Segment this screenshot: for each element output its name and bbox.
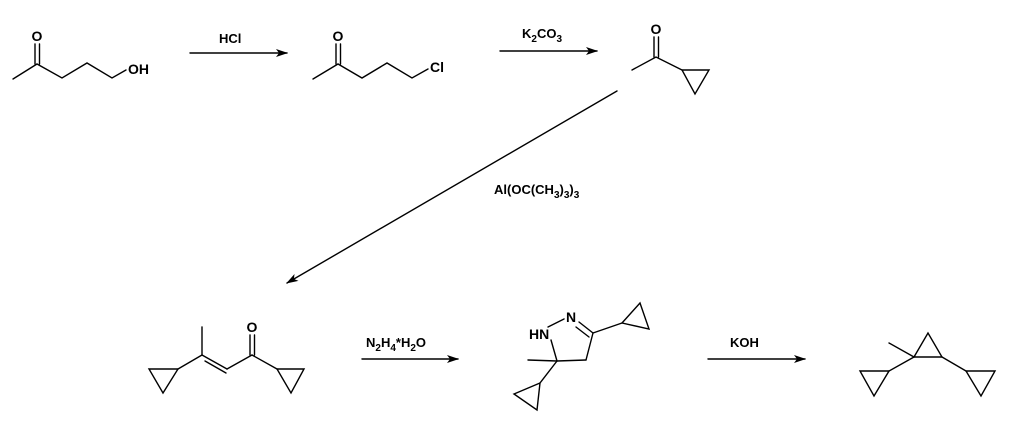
molecule-pyrazoline: HN N: [512, 301, 651, 412]
reagent-label-hcl: HCl: [219, 31, 241, 46]
reagent-label-aluminium-tert-butoxide: Al(OC(CH3)3)3: [494, 182, 580, 201]
molecule-chloropentanone: O Cl: [312, 28, 444, 80]
reagent-label-k2co3: K2CO3: [522, 26, 562, 45]
atom-label-hydroxyl: OH: [128, 61, 149, 77]
reaction-arrow-step4: N2H4*H2O: [361, 335, 459, 363]
reagent-label-koh: KOH: [730, 335, 759, 350]
molecule-tercyclopropane: [858, 331, 997, 398]
reaction-arrow-step5: KOH: [707, 335, 806, 363]
reagent-label-hydrazine-hydrate: N2H4*H2O: [366, 335, 426, 354]
atom-label-nh: HN: [529, 326, 549, 342]
reaction-arrow-step2: K2CO3: [499, 26, 598, 55]
atom-label-chlorine: Cl: [430, 59, 444, 75]
reaction-arrow-step1: HCl: [189, 31, 288, 57]
atom-label-oxygen: O: [651, 21, 662, 37]
molecule-enone: O: [147, 319, 306, 395]
molecule-cyclopropyl-methyl-ketone: O: [631, 21, 711, 96]
atom-label-nitrogen: N: [566, 309, 576, 325]
atom-label-oxygen: O: [333, 28, 344, 44]
molecule-hydroxypentanone: O OH: [12, 28, 149, 80]
atom-label-oxygen: O: [32, 28, 43, 44]
reaction-arrow-step3: Al(OC(CH3)3)3: [286, 90, 618, 284]
atom-label-oxygen: O: [247, 319, 258, 335]
